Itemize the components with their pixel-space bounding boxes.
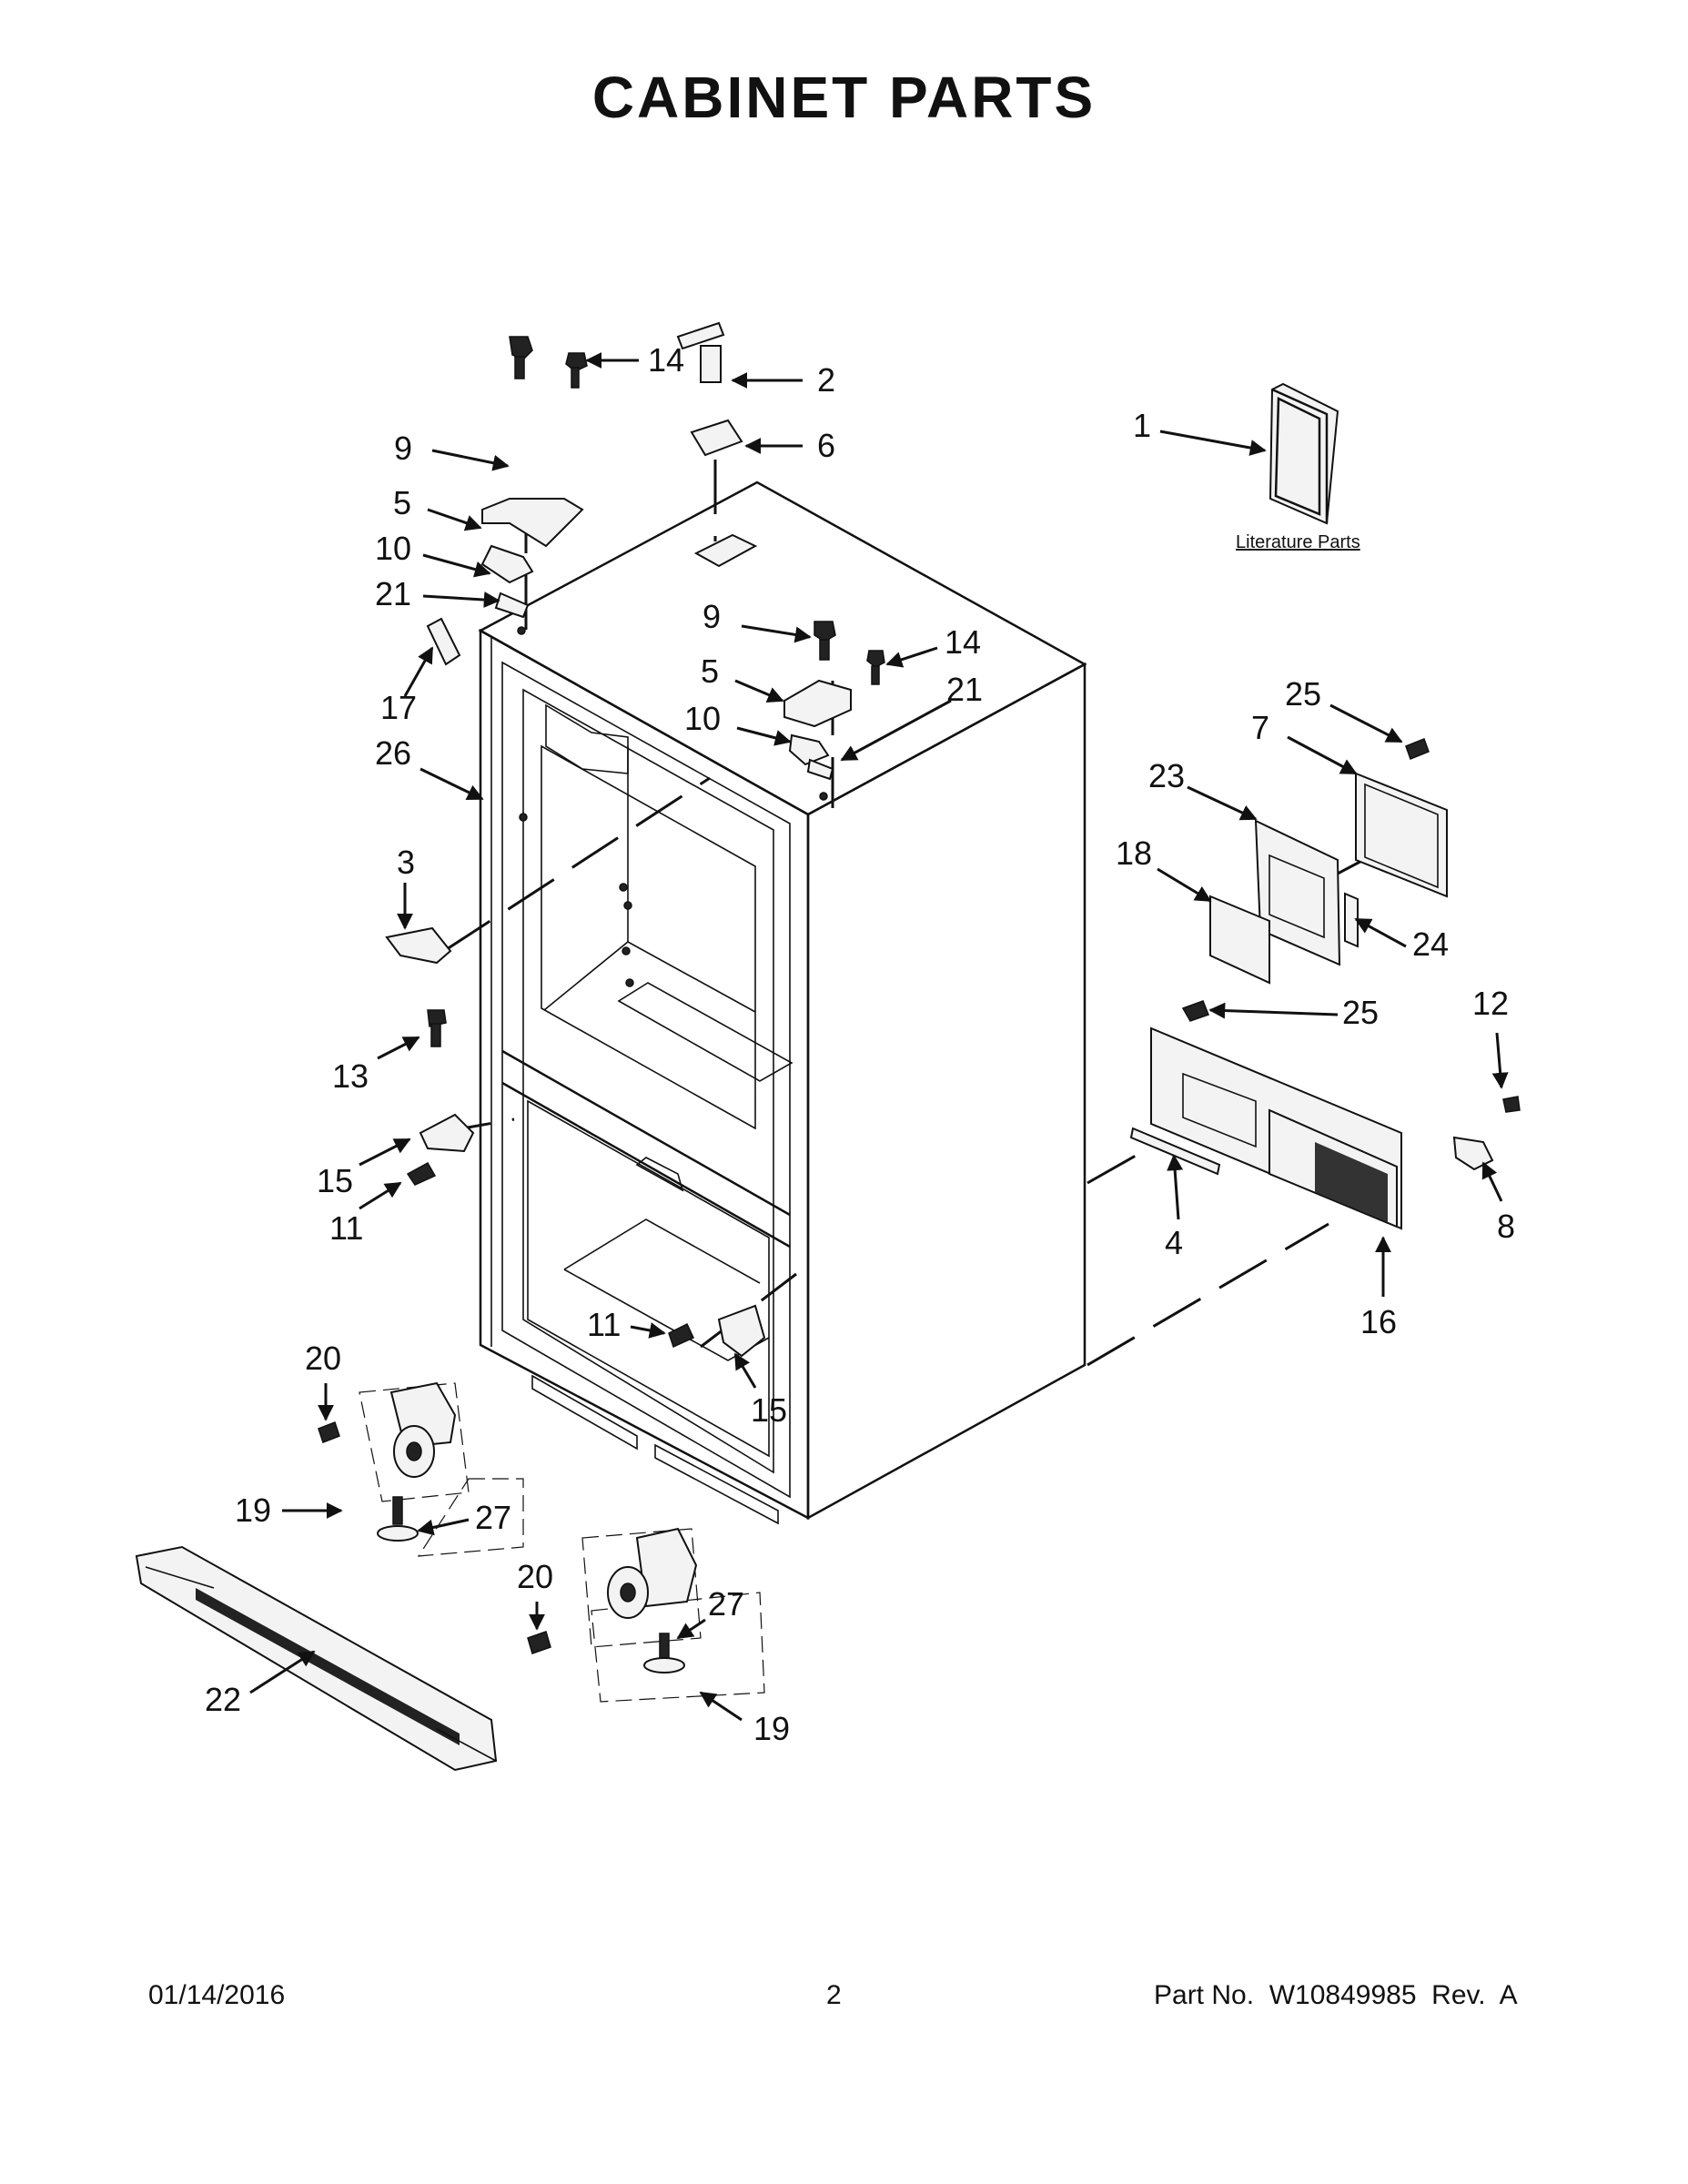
callout-1: 1 — [1133, 407, 1151, 444]
callout-3: 3 — [397, 844, 415, 881]
callout-21-center: 21 — [946, 671, 983, 708]
callout-14-center: 14 — [945, 623, 981, 661]
callout-2: 2 — [817, 361, 835, 399]
roller-assembly-left — [318, 1381, 524, 1557]
callout-23: 23 — [1148, 757, 1185, 794]
callout-12: 12 — [1472, 985, 1509, 1022]
clip-and-screw-8-12 — [1452, 1096, 1521, 1171]
refrigerator-cabinet — [478, 480, 1087, 1525]
callout-27-left: 27 — [475, 1499, 511, 1536]
callout-labels: 1 2 6 9 14 5 10 21 17 26 9 14 5 10 21 3 … — [205, 341, 1515, 1747]
callout-15-left: 15 — [317, 1162, 353, 1199]
callout-25-top: 25 — [1285, 675, 1321, 713]
callout-9-left: 9 — [394, 430, 412, 467]
footer-date: 01/14/2016 — [148, 1980, 286, 2010]
literature-booklet — [1269, 382, 1339, 525]
callout-26: 26 — [375, 734, 411, 772]
top-hinge-assembly-center — [783, 621, 885, 781]
callout-6: 6 — [817, 427, 835, 464]
top-hinge-assembly-left — [426, 336, 588, 666]
brackets-15-11-right — [668, 1304, 766, 1358]
page-title: CABINET PARTS — [591, 65, 1097, 130]
callout-22: 22 — [205, 1681, 241, 1718]
callout-27-right: 27 — [708, 1585, 744, 1623]
callout-11-right: 11 — [587, 1306, 621, 1343]
callout-20-right: 20 — [517, 1558, 553, 1595]
callout-leaders — [249, 352, 1509, 1722]
callout-20-left: 20 — [305, 1340, 341, 1377]
callout-25-bottom: 25 — [1342, 994, 1379, 1031]
vent-grille — [1315, 1142, 1388, 1222]
callout-14-left: 14 — [648, 341, 684, 379]
callout-18: 18 — [1116, 834, 1152, 872]
rear-control-assembly — [1209, 738, 1448, 985]
callout-5-center: 5 — [701, 652, 719, 690]
bracket-and-screw-3-13 — [385, 926, 452, 1047]
water-connector-parts — [676, 321, 743, 457]
callout-13: 13 — [332, 1057, 369, 1095]
callout-5-left: 5 — [393, 484, 411, 521]
callout-11-left: 11 — [329, 1209, 363, 1247]
callout-4: 4 — [1165, 1224, 1183, 1261]
lower-access-panel — [1129, 1000, 1402, 1230]
callout-16: 16 — [1360, 1303, 1397, 1340]
callout-15-right: 15 — [751, 1391, 787, 1429]
callout-10-center: 10 — [684, 700, 721, 737]
callout-9-center: 9 — [702, 598, 721, 635]
callout-21-left: 21 — [375, 575, 411, 612]
brackets-15-11-left — [406, 1113, 475, 1186]
literature-parts-label: Literature Parts — [1236, 532, 1360, 552]
callout-24: 24 — [1412, 925, 1449, 963]
footer-part-number: Part No. W10849985 Rev. A — [1154, 1980, 1518, 2010]
callout-10-left: 10 — [375, 530, 411, 567]
callout-8: 8 — [1497, 1208, 1515, 1245]
callout-17: 17 — [380, 689, 417, 726]
roller-assembly-right — [527, 1527, 765, 1703]
callout-19-left: 19 — [235, 1491, 271, 1529]
base-grille — [135, 1545, 498, 1772]
callout-19-right: 19 — [753, 1710, 790, 1747]
footer-page-number: 2 — [826, 1980, 842, 2010]
callout-7: 7 — [1251, 709, 1269, 746]
